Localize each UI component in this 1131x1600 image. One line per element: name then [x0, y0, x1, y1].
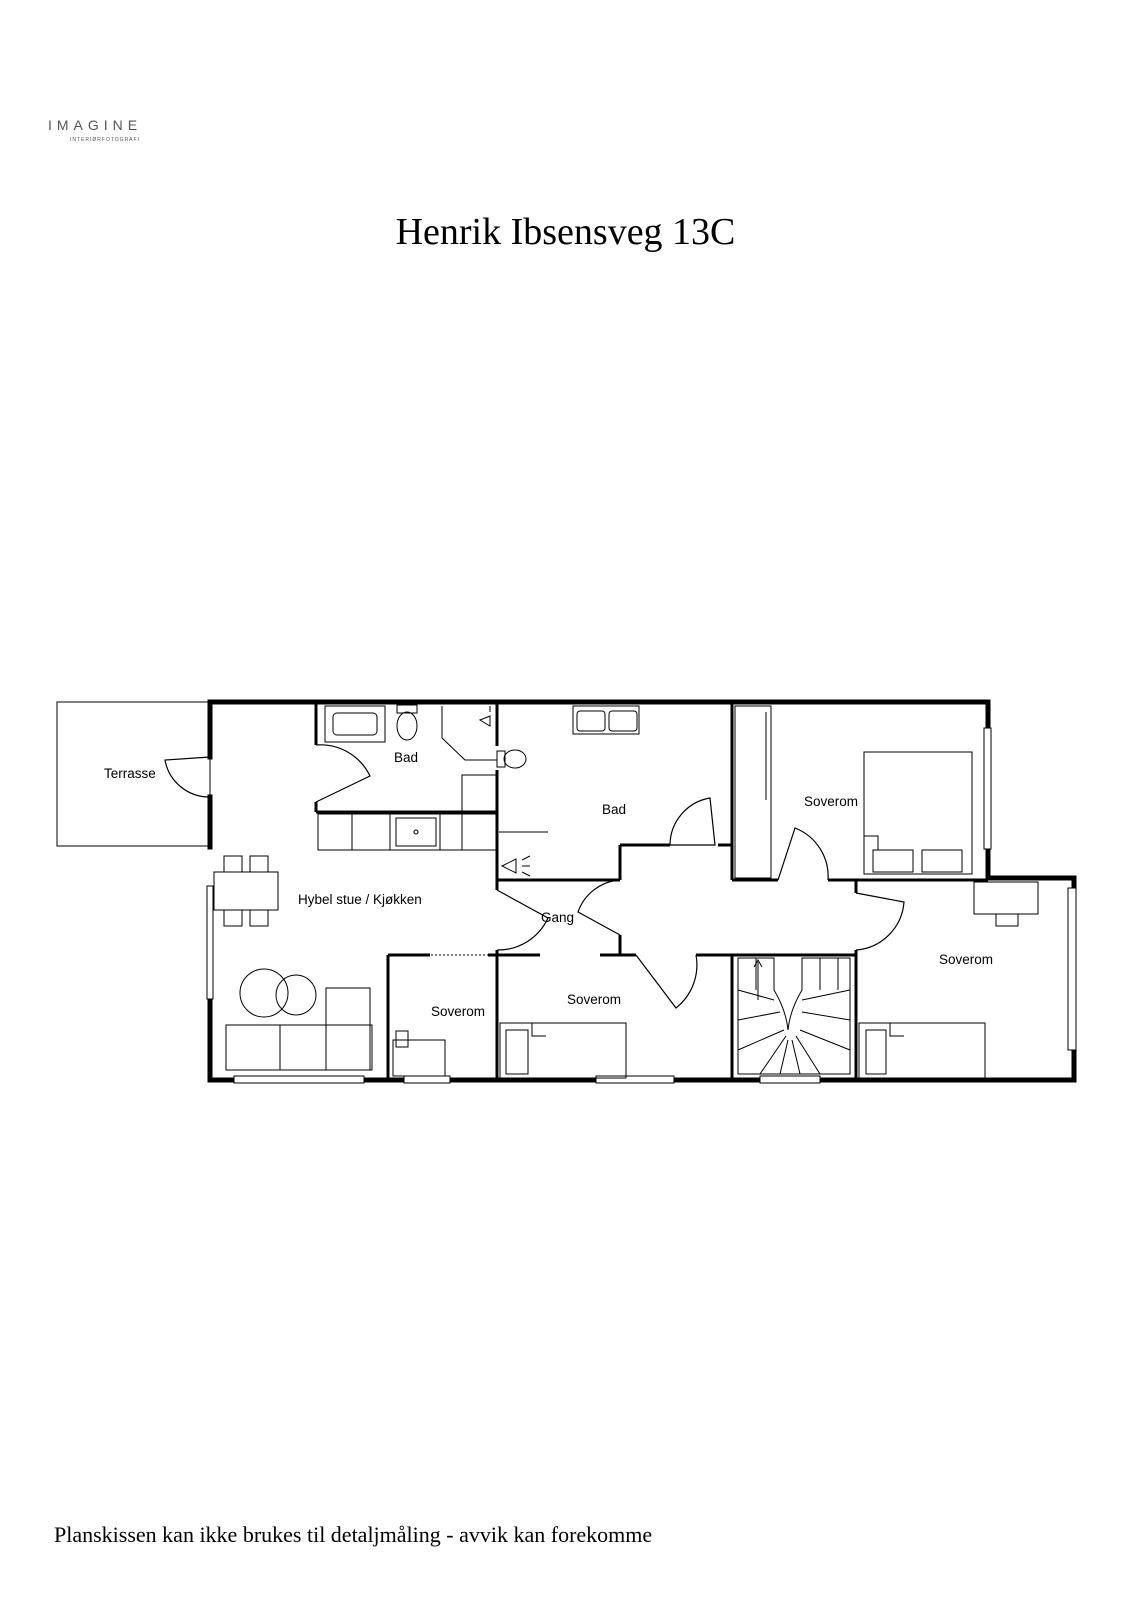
page-title: Henrik Ibsensveg 13C: [395, 211, 736, 253]
label-soverom-mid: Soverom: [567, 992, 621, 1007]
label-bad-1: Bad: [394, 750, 418, 765]
logo-wordmark: IMAGINE: [48, 117, 143, 133]
kitchen-counter: [317, 813, 497, 851]
wardrobe: [734, 705, 772, 879]
label-gang: Gang: [541, 910, 574, 925]
staircase: [737, 957, 851, 1075]
logo: IMAGINE INTERIØRFOTOGRAFI: [48, 117, 168, 143]
terrace-area: [56, 701, 211, 847]
bedroom-mid-furniture: [499, 1022, 627, 1079]
door-swings: [164, 744, 905, 1009]
bedroom-small-furniture: [392, 954, 492, 1077]
disclaimer: Planskissen kan ikke brukes til detaljmå…: [54, 1522, 653, 1547]
label-soverom-ne: Soverom: [804, 794, 858, 809]
label-soverom-small: Soverom: [431, 1004, 485, 1019]
label-hybel: Hybel stue / Kjøkken: [298, 892, 422, 907]
dining-table: [213, 855, 279, 927]
label-bad-2: Bad: [602, 802, 626, 817]
bathroom-fixtures-2: [496, 705, 640, 877]
windows: [206, 727, 1077, 1084]
label-soverom-e: Soverom: [939, 952, 993, 967]
label-terrasse: Terrasse: [104, 766, 156, 781]
bed-ne: [863, 751, 973, 875]
bathroom-fixtures-1: [324, 704, 498, 813]
logo-subtitle: INTERIØRFOTOGRAFI: [70, 137, 140, 143]
bedroom-e-furniture: [858, 881, 1039, 1079]
living-furniture: [225, 968, 373, 1071]
